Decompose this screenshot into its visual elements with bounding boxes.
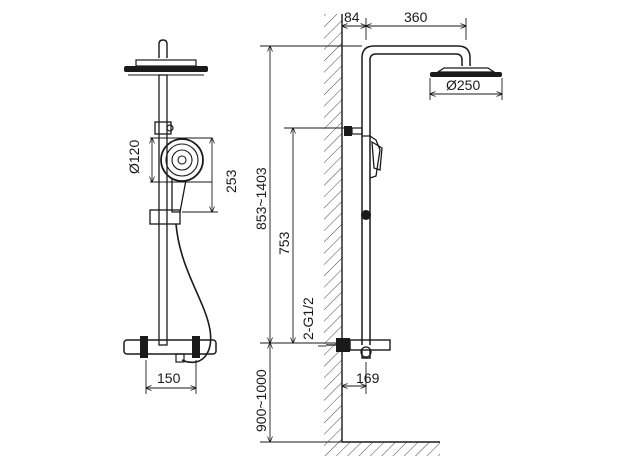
- wall-bracket-plate: [344, 126, 352, 136]
- hand-shower: [160, 138, 204, 213]
- rain-shower-head: [124, 59, 208, 76]
- dim-rail-height-range: 853~1403: [253, 167, 269, 230]
- slider-block: [149, 209, 181, 225]
- front-view: 150 Ø120 253: [123, 39, 239, 394]
- wall-hatching: [324, 14, 342, 442]
- dim-mixer-projection: 169: [356, 370, 380, 386]
- side-riser-outer: [361, 45, 471, 345]
- side-riser-inner: [369, 53, 463, 345]
- dim-outlet-spacing: 753: [276, 231, 292, 255]
- side-mixer: [326, 338, 391, 359]
- holder-clamp: [154, 121, 172, 135]
- dim-hand-shower-diameter: Ø120: [126, 140, 142, 174]
- dim-inlet-thread: 2-G1/2: [300, 297, 316, 340]
- dim-mixer-height-range: 900~1000: [253, 369, 269, 432]
- dim-head-diameter: Ø250: [446, 77, 480, 93]
- hose: [175, 223, 212, 364]
- dim-mixer-center-distance: 150: [157, 370, 181, 386]
- thermostatic-mixer: [123, 336, 217, 363]
- floor-hatching: [324, 442, 440, 456]
- dim-arm-length: 360: [404, 9, 428, 25]
- side-view: 84 360 Ø250 853~1403 753 2-G1/2 900~1000…: [253, 9, 502, 456]
- side-slider: [361, 210, 371, 220]
- dim-arm-offset: 84: [344, 9, 360, 25]
- side-holder: [362, 135, 381, 179]
- head-connector: [158, 39, 168, 58]
- side-hand-shower: [371, 140, 383, 171]
- wall-bracket-arm: [351, 127, 363, 135]
- side-rain-head: [430, 67, 502, 77]
- dim-hand-shower-length: 253: [223, 169, 239, 193]
